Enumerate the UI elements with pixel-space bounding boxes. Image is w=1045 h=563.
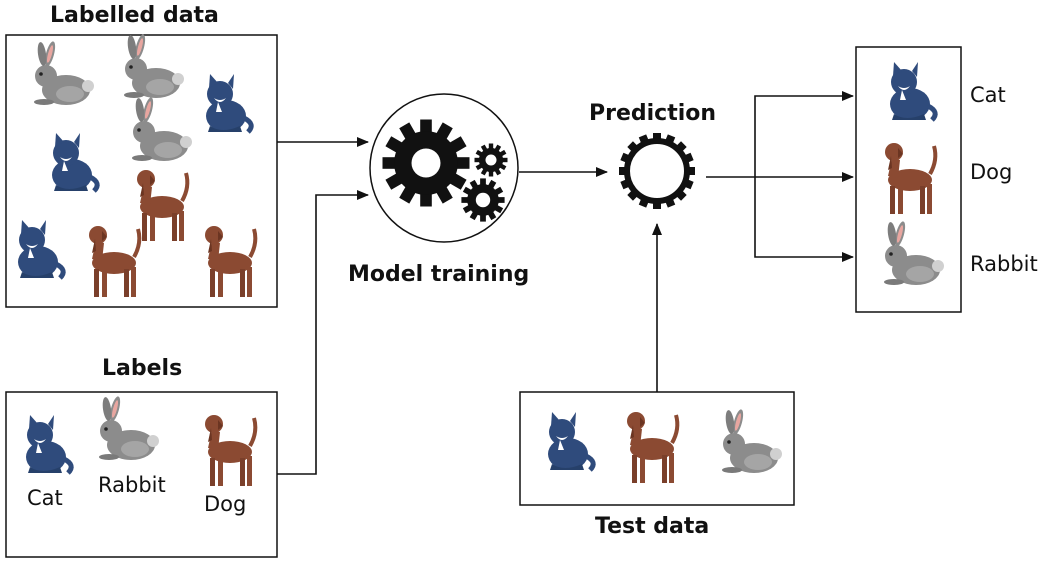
- dog-icon: [135, 168, 190, 243]
- test-data-title: Test data: [595, 514, 710, 539]
- cat-icon: [26, 415, 71, 473]
- dog-icon: [203, 224, 258, 299]
- label-cat: Cat: [27, 486, 63, 510]
- rabbit-icon: [132, 96, 192, 161]
- labelled-data-title: Labelled data: [50, 3, 219, 28]
- output-label-rabbit: Rabbit: [970, 252, 1038, 276]
- arrow-branch-rabbit: [754, 177, 854, 262]
- dog-icon: [203, 413, 258, 488]
- labelled-data-box: [5, 34, 278, 308]
- cat-icon: [206, 74, 251, 132]
- rabbit-icon: [124, 33, 184, 99]
- cat-icon: [890, 62, 935, 120]
- cat-icon: [18, 220, 63, 278]
- rabbit-icon: [99, 395, 159, 460]
- arrow-labels-to-model: [277, 190, 369, 475]
- output-box: [855, 46, 962, 313]
- rabbit-icon: [884, 220, 944, 285]
- rabbit-icon: [722, 408, 782, 473]
- rabbit-icon: [34, 40, 94, 106]
- prediction-title: Prediction: [589, 101, 717, 126]
- labels-title: Labels: [102, 356, 183, 381]
- output-label-dog: Dog: [970, 160, 1013, 184]
- label-dog: Dog: [204, 492, 247, 516]
- label-rabbit: Rabbit: [98, 473, 166, 497]
- model-training-title: Model training: [348, 262, 530, 287]
- output-label-cat: Cat: [970, 83, 1006, 107]
- dog-icon: [625, 410, 680, 485]
- cat-icon: [548, 412, 593, 470]
- dog-icon: [87, 224, 142, 299]
- dog-icon: [883, 141, 938, 216]
- prediction-gear-icon: [619, 133, 695, 209]
- arrow-branch-cat: [754, 91, 854, 177]
- cat-icon: [52, 133, 97, 191]
